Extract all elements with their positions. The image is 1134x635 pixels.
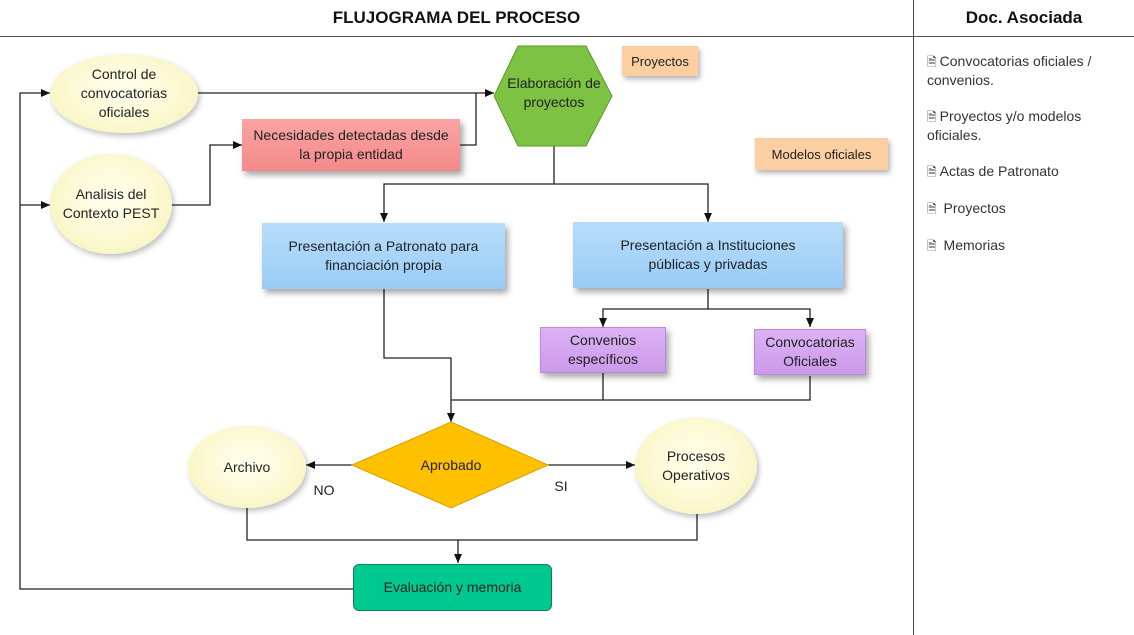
patronato-node: Presentación a Patronato para financiaci…: [262, 223, 505, 289]
archivo-node: Archivo: [188, 426, 306, 508]
document-icon: 🗎: [927, 202, 937, 216]
connector-necesidades-elaboracion: [460, 93, 477, 146]
column-divider: [913, 0, 914, 635]
evaluacion-memoria-node: Evaluación y memoria: [353, 564, 552, 611]
document-icon: 🗎: [927, 55, 937, 69]
connector-analisis-necesidades: [170, 141, 242, 206]
document-icon: 🗎: [927, 110, 937, 124]
no-label: NO: [313, 481, 335, 498]
connector-convocatorias-merge: [603, 376, 811, 401]
aprobado-node: Aprobado: [420, 456, 482, 473]
procesos-operativos-node: Procesos Operativos: [635, 418, 757, 514]
proyectos-note: Proyectos: [622, 46, 698, 76]
control-convocatorias-node: Control de convocatorias oficiales: [50, 54, 198, 133]
doc-item: 🗎 Proyectos: [927, 200, 1006, 216]
doc-item: 🗎Actas de Patronato: [927, 163, 1059, 179]
connector-instituciones-convenios: [599, 289, 709, 327]
elaboracion-hexagon-shape: [493, 45, 613, 147]
aprobado-diamond-shape: [350, 421, 550, 509]
elaboracion-node: Elaboración de proyectos: [507, 75, 601, 110]
doc-item: 🗎 Memorias: [927, 237, 1006, 253]
si-label: SI: [554, 477, 568, 494]
connector-split-instituciones: [554, 183, 712, 222]
doc-item: 🗎Convocatorias oficiales / convenios.: [927, 53, 1092, 88]
connector-instituciones-convocatorias: [708, 308, 814, 327]
connector-convenios-merge: [451, 372, 604, 401]
side-title: Doc. Asociada: [914, 0, 1134, 37]
convocatorias-node: Convocatorias Oficiales: [754, 329, 866, 375]
connector-feedback-loop: [19, 89, 353, 590]
modelos-oficiales-note: Modelos oficiales: [755, 138, 888, 170]
connector-procesos-merge: [454, 512, 698, 563]
analisis-pest-node: Analisis del Contexto PEST: [50, 154, 172, 254]
necesidades-node: Necesidades detectadas desde la propia e…: [242, 119, 460, 171]
instituciones-node: Presentación a Instituciones públicas y …: [573, 222, 843, 288]
convenios-node: Convenios específicos: [540, 327, 666, 373]
connector-archivo-merge: [246, 506, 458, 541]
connector-elaboracion-split: [380, 146, 555, 222]
flow-connectors: [19, 45, 814, 590]
page-title: FLUJOGRAMA DEL PROCESO: [0, 0, 913, 37]
doc-list: 🗎Convocatorias oficiales / convenios. 🗎P…: [927, 52, 1127, 273]
connector-patronato-aprobado: [383, 289, 455, 422]
document-icon: 🗎: [927, 165, 937, 179]
doc-item: 🗎Proyectos y/o modelos oficiales.: [927, 108, 1082, 143]
document-icon: 🗎: [927, 239, 937, 253]
